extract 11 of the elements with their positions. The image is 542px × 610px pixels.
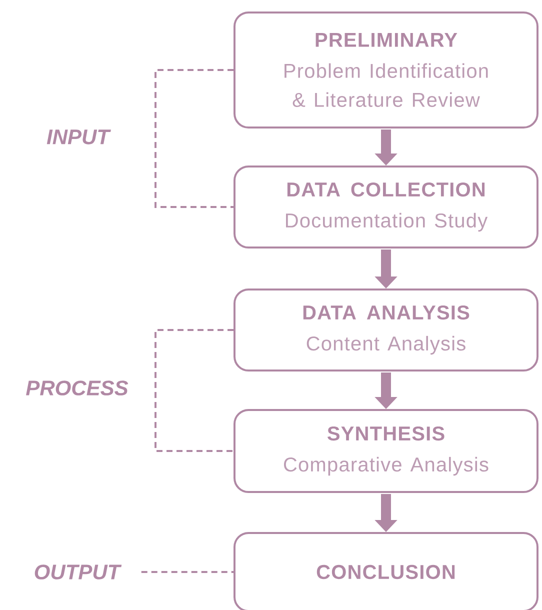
stage-label: PROCESS bbox=[26, 380, 128, 396]
stage-label: OUTPUT bbox=[34, 564, 122, 580]
bracket-line bbox=[154, 329, 234, 452]
bracket-line bbox=[154, 69, 234, 208]
connector-line bbox=[141, 571, 234, 573]
process-box: DATA ANALYSIS Content Analysis bbox=[234, 288, 538, 372]
process-box: SYNTHESIS Comparative Analysis bbox=[234, 409, 538, 493]
process-box: PRELIMINARY Problem Identification & Literature Review bbox=[234, 12, 538, 128]
stage-label: INPUT bbox=[46, 130, 111, 144]
process-box: DATA COLLECTION Documentation Study bbox=[234, 166, 538, 248]
process-box: CONCLUSION bbox=[234, 532, 538, 610]
